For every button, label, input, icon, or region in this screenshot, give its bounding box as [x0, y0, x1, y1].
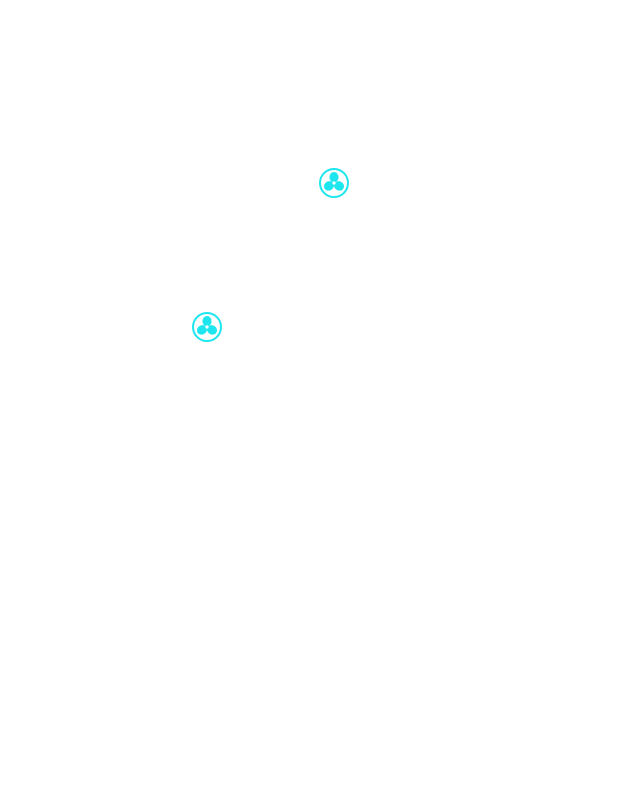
fan-icon-blades — [196, 316, 218, 335]
fan-icon-graphic — [192, 312, 222, 342]
fan-icon-ring — [192, 312, 222, 342]
fan-icon-blade — [202, 316, 212, 327]
fan-icon-blade — [333, 181, 345, 191]
fan-icon-blade — [329, 172, 339, 183]
fan-icon[interactable] — [318, 167, 350, 199]
fan-icon-hub — [205, 325, 209, 329]
fan-icon-graphic — [319, 168, 349, 198]
fan-icon-blade — [196, 325, 208, 335]
fan-icon-blades — [323, 172, 345, 191]
fan-icon-hub — [332, 181, 336, 185]
fan-icon[interactable] — [191, 311, 223, 343]
fan-icon-blade — [323, 181, 335, 191]
fan-icon-ring — [319, 168, 349, 198]
fan-icon-blade — [206, 325, 218, 335]
